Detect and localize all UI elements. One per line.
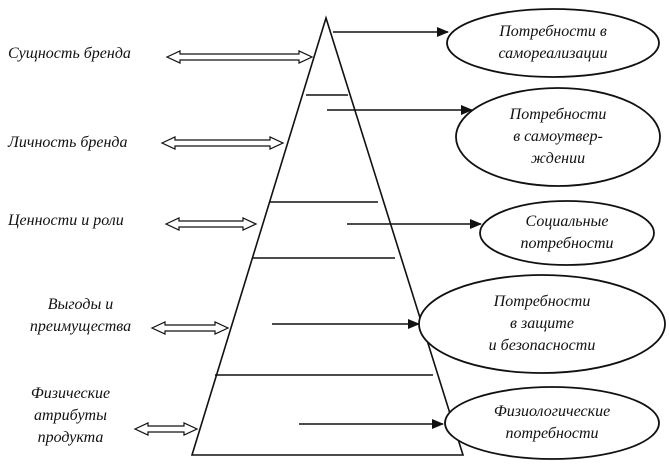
needs-ellipse-3 <box>479 200 655 266</box>
double-arrow-3 <box>164 217 258 231</box>
double-arrow-1 <box>165 50 314 64</box>
needs-text: Социальные потребности <box>520 213 614 252</box>
brand-level-label-2: Личность бренда <box>8 132 168 154</box>
needs-ellipse-4 <box>418 274 666 374</box>
pyramid-outline <box>190 15 465 456</box>
brand-level-text: Личность бренда <box>8 134 128 151</box>
needs-ellipse-5 <box>444 386 660 460</box>
double-arrow-5 <box>133 422 199 436</box>
double-arrow-2 <box>160 136 285 150</box>
brand-level-text: Ценности и роли <box>8 212 124 229</box>
needs-text: Физиологические потребности <box>493 403 611 442</box>
needs-text: Потребности в самоутвер- ждении <box>509 106 607 167</box>
needs-label-4: Потребности в защите и безопасности <box>452 291 632 357</box>
brand-level-text: Выгоды и преимущества <box>29 296 132 335</box>
needs-text: Потребности в защите и безопасности <box>488 293 596 354</box>
double-arrow-4 <box>150 321 230 335</box>
needs-label-1: Потребности в самореализации <box>463 21 643 65</box>
brand-level-label-5: Физические атрибуты продукта <box>8 383 133 449</box>
brand-level-label-1: Сущность бренда <box>8 43 168 65</box>
needs-ellipse-2 <box>455 87 661 187</box>
needs-text: Потребности в самореализации <box>498 23 608 62</box>
needs-label-5: Физиологические потребности <box>462 401 642 445</box>
brand-level-label-3: Ценности и роли <box>8 210 168 232</box>
brand-level-text: Сущность бренда <box>8 45 131 62</box>
brand-level-label-4: Выгоды и преимущества <box>8 294 153 338</box>
needs-ellipse-1 <box>446 8 660 78</box>
needs-label-3: Социальные потребности <box>487 211 647 255</box>
brand-level-text: Физические атрибуты продукта <box>30 385 111 446</box>
needs-label-2: Потребности в самоутвер- ждении <box>468 104 648 170</box>
